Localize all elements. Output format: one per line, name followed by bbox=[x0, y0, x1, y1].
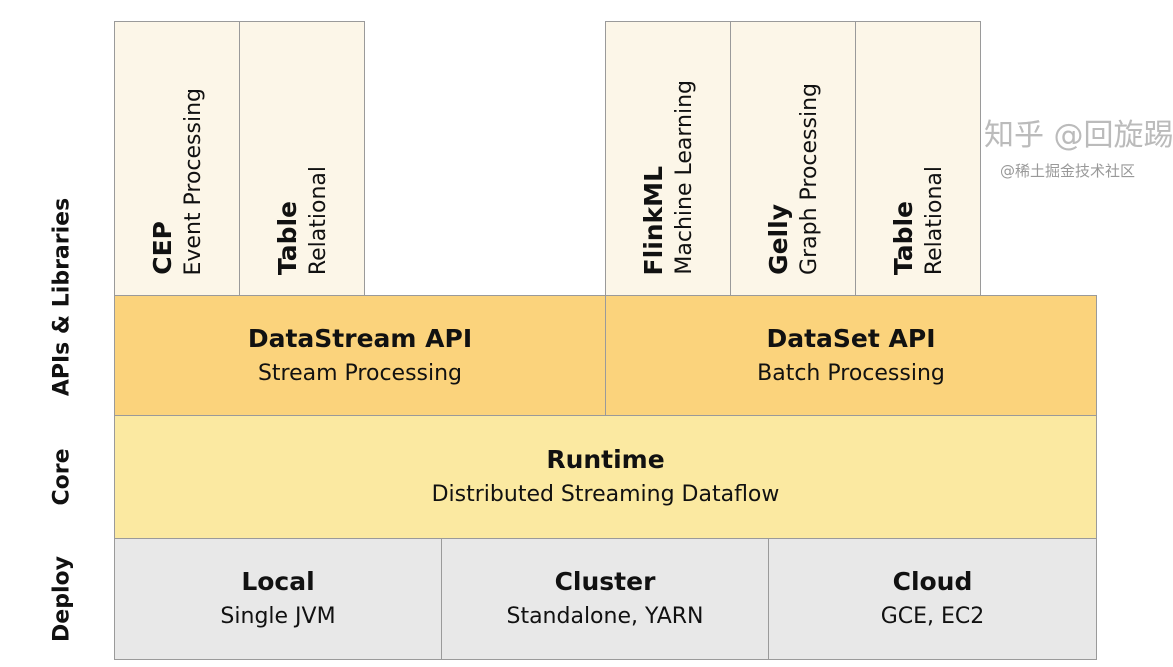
layer-label-core: Core bbox=[49, 448, 75, 506]
deploy-local-box: Local Single JVM bbox=[114, 538, 442, 660]
library-title: CEP bbox=[148, 221, 177, 275]
dataset-api-box: DataSet API Batch Processing bbox=[605, 295, 1097, 416]
deploy-title: Local bbox=[241, 567, 315, 596]
library-subtitle: Machine Learning bbox=[672, 80, 697, 275]
deploy-subtitle: GCE, EC2 bbox=[880, 604, 985, 629]
library-title: Table bbox=[889, 200, 918, 275]
datastream-api-box: DataStream API Stream Processing bbox=[114, 295, 606, 416]
watermark-main: 知乎 @回旋踢 bbox=[984, 118, 1173, 153]
library-title: Gelly bbox=[764, 204, 793, 275]
api-title: DataStream API bbox=[247, 323, 473, 353]
library-subtitle: Event Processing bbox=[181, 87, 206, 276]
layer-label-apis: APIs & Libraries bbox=[49, 197, 75, 397]
deploy-cloud-box: Cloud GCE, EC2 bbox=[768, 538, 1097, 660]
library-title: Table bbox=[273, 200, 302, 275]
deploy-cluster-box: Cluster Standalone, YARN bbox=[441, 538, 769, 660]
api-subtitle: Stream Processing bbox=[257, 360, 463, 386]
deploy-subtitle: Single JVM bbox=[220, 604, 336, 629]
library-subtitle: Graph Processing bbox=[797, 83, 822, 275]
library-title: FlinkML bbox=[639, 165, 668, 275]
core-title: Runtime bbox=[546, 445, 665, 474]
deploy-subtitle: Standalone, YARN bbox=[506, 604, 704, 629]
layer-label-deploy: Deploy bbox=[49, 556, 75, 642]
core-subtitle: Distributed Streaming Dataflow bbox=[431, 482, 780, 507]
watermark-sub: @稀土掘金技术社区 bbox=[1000, 162, 1136, 180]
runtime-box: Runtime Distributed Streaming Dataflow bbox=[114, 415, 1097, 539]
library-subtitle: Relational bbox=[922, 165, 947, 275]
library-subtitle: Relational bbox=[306, 165, 331, 275]
api-title: DataSet API bbox=[766, 323, 936, 353]
api-subtitle: Batch Processing bbox=[757, 360, 945, 386]
deploy-title: Cluster bbox=[554, 567, 656, 596]
deploy-title: Cloud bbox=[892, 567, 973, 596]
